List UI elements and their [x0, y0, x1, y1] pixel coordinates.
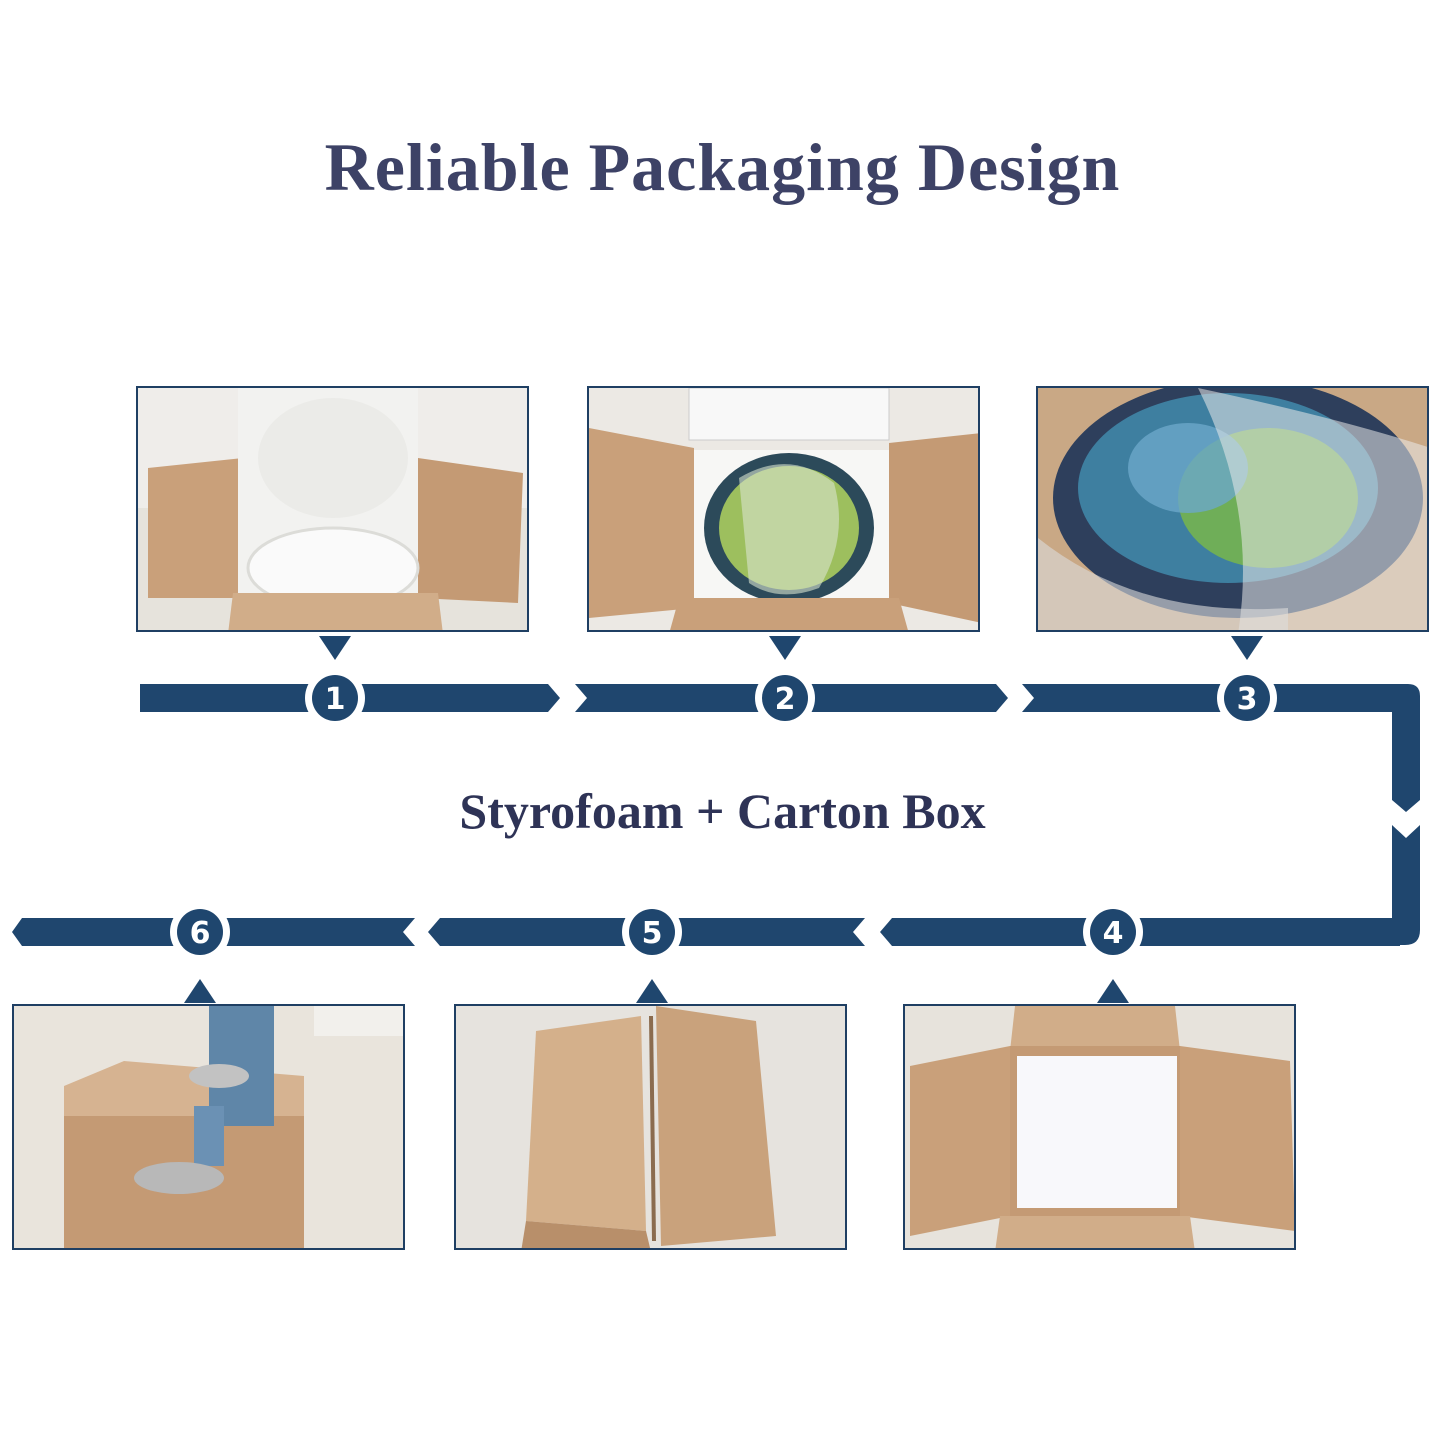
step-pointer [636, 979, 668, 1003]
step-2-photo [587, 386, 980, 632]
step-badge [1090, 909, 1136, 955]
flow-connector-down [1392, 825, 1420, 945]
flow-connector-down [1390, 684, 1420, 812]
step-pointer [1231, 636, 1263, 660]
step-1-photo [136, 386, 529, 632]
step-number-4: 4 [1103, 916, 1124, 951]
diagram-subtitle: Styrofoam + Carton Box [459, 783, 986, 839]
step-number-1: 1 [325, 682, 346, 717]
step-pointer [769, 636, 801, 660]
step-pointer [1097, 979, 1129, 1003]
step-4-photo [903, 1004, 1296, 1250]
step-number-2: 2 [775, 682, 796, 717]
flow-arrow-segment [1022, 684, 1400, 712]
diagram-title: Reliable Packaging Design [324, 129, 1121, 205]
step-5-photo [454, 1004, 847, 1250]
step-pointer [319, 636, 351, 660]
step-badge [1224, 675, 1270, 721]
step-number-5: 5 [642, 916, 663, 951]
step-6-photo [12, 1004, 405, 1250]
step-badge [762, 675, 808, 721]
step-number-3: 3 [1237, 682, 1258, 717]
step-pointer [184, 979, 216, 1003]
step-badge [629, 909, 675, 955]
step-number-6: 6 [190, 916, 211, 951]
step-badge [177, 909, 223, 955]
step-badge [312, 675, 358, 721]
step-3-photo [1036, 386, 1429, 632]
